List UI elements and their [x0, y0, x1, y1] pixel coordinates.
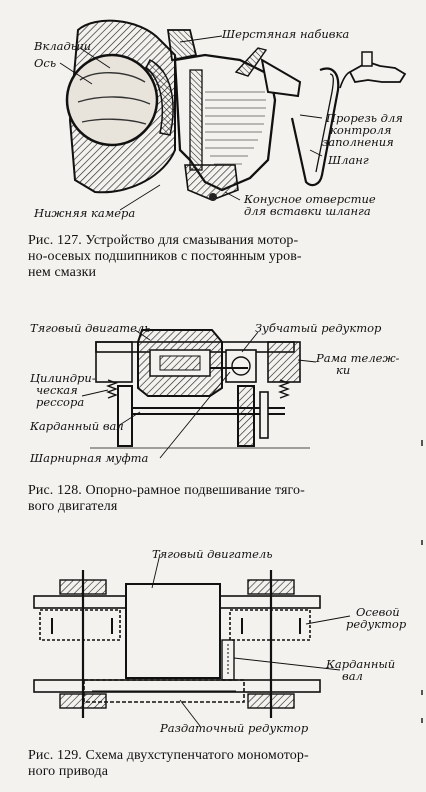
page-edge-mark [421, 718, 423, 723]
caption-129-line-1: Рис. 129. Схема двухступенчатого мономот… [28, 748, 309, 763]
caption-128-line-2: вого двигателя [28, 499, 118, 514]
page-edge-mark [421, 540, 423, 545]
caption-127-line-2: но-осевых подшипников с постоянным уров- [28, 249, 302, 264]
label-ressora-2: ческая [36, 383, 78, 397]
label-reduktor-128: Зубчатый редуктор [255, 321, 382, 335]
label-konus-2: для вставки шланга [244, 204, 371, 218]
figure-129: Тяговый двигатель Осевой редуктор Кардан… [0, 540, 426, 740]
label-ressora-1: Цилиндри- [30, 371, 96, 385]
figure-127: Вкладыш Ось Шерстяная набивка Прорезь дл… [0, 0, 426, 225]
label-prorez-1: Прорезь для [326, 111, 403, 125]
label-razdat: Раздаточный редуктор [160, 721, 309, 735]
label-osevoy-2: редуктор [346, 617, 407, 631]
page-edge-mark [421, 690, 423, 695]
label-osevoy-1: Осевой [356, 605, 400, 619]
caption-128-line-1: Рис. 128. Опорно-рамное подвешивание тяг… [28, 483, 305, 498]
label-vkladysh: Вкладыш [34, 39, 92, 53]
label-kamera: Нижняя камера [34, 206, 136, 220]
label-ressora-3: рессора [36, 395, 85, 409]
label-nabivka: Шерстяная набивка [222, 27, 350, 41]
caption-127-line-3: нем смазки [28, 265, 97, 280]
label-rama-1: Рама тележ- [316, 351, 400, 365]
label-kardan-128: Карданный вал [30, 419, 124, 433]
label-kardan-2: вал [342, 669, 363, 683]
label-os: Ось [34, 56, 57, 70]
label-prorez-2: контроля [330, 123, 392, 137]
caption-127-line-1: Рис. 127. Устройство для смазывания мото… [28, 233, 299, 248]
label-konus-1: Конусное отверстие [244, 192, 376, 206]
label-mufta: Шарнирная муфта [30, 451, 149, 465]
page-edge-mark [421, 440, 423, 446]
caption-129-line-2: ного привода [28, 764, 109, 779]
figure-128-drawing [81, 329, 317, 459]
label-shlang: Шланг [328, 153, 369, 167]
label-dvigatel-128: Тяговый двигатель [30, 321, 151, 335]
label-prorez-3: заполнения [322, 135, 394, 149]
figure-129-drawing [33, 553, 351, 727]
label-dvigatel-129: Тяговый двигатель [152, 547, 273, 561]
figure-128: Тяговый двигатель Зубчатый редуктор Рама… [0, 300, 426, 480]
label-rama-2: ки [336, 363, 351, 377]
figure-127-drawing [59, 19, 407, 211]
label-kardan-1: Карданный [326, 657, 396, 671]
